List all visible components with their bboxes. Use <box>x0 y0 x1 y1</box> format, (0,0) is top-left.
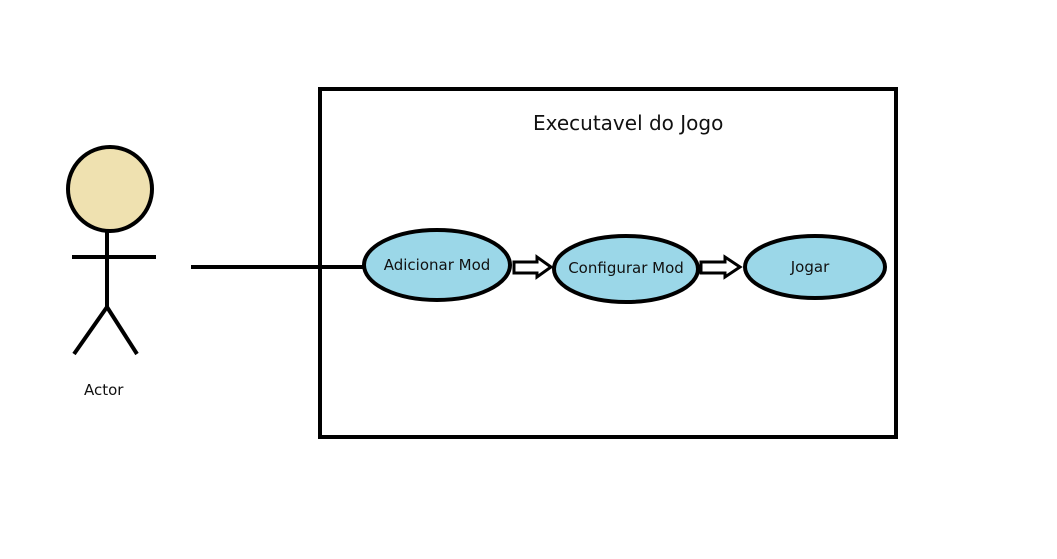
actor-label: Actor <box>84 381 124 399</box>
actor-figure <box>66 145 156 356</box>
use-case-label-adicionar-mod: Adicionar Mod <box>383 256 491 274</box>
use-case-configurar-mod <box>552 234 700 304</box>
actor-head <box>66 145 154 233</box>
use-case-label-configurar-mod: Configurar Mod <box>568 259 684 277</box>
actor-right-leg <box>105 305 139 356</box>
flow-arrow-2 <box>699 254 743 280</box>
system-title: Executavel do Jogo <box>533 111 724 135</box>
system-boundary <box>318 87 898 439</box>
use-case-label-jogar: Jogar <box>790 258 830 276</box>
use-case-adicionar-mod <box>362 228 512 302</box>
actor-left-leg <box>72 305 109 356</box>
use-case-jogar <box>743 234 887 300</box>
flow-arrow-1 <box>512 254 554 280</box>
